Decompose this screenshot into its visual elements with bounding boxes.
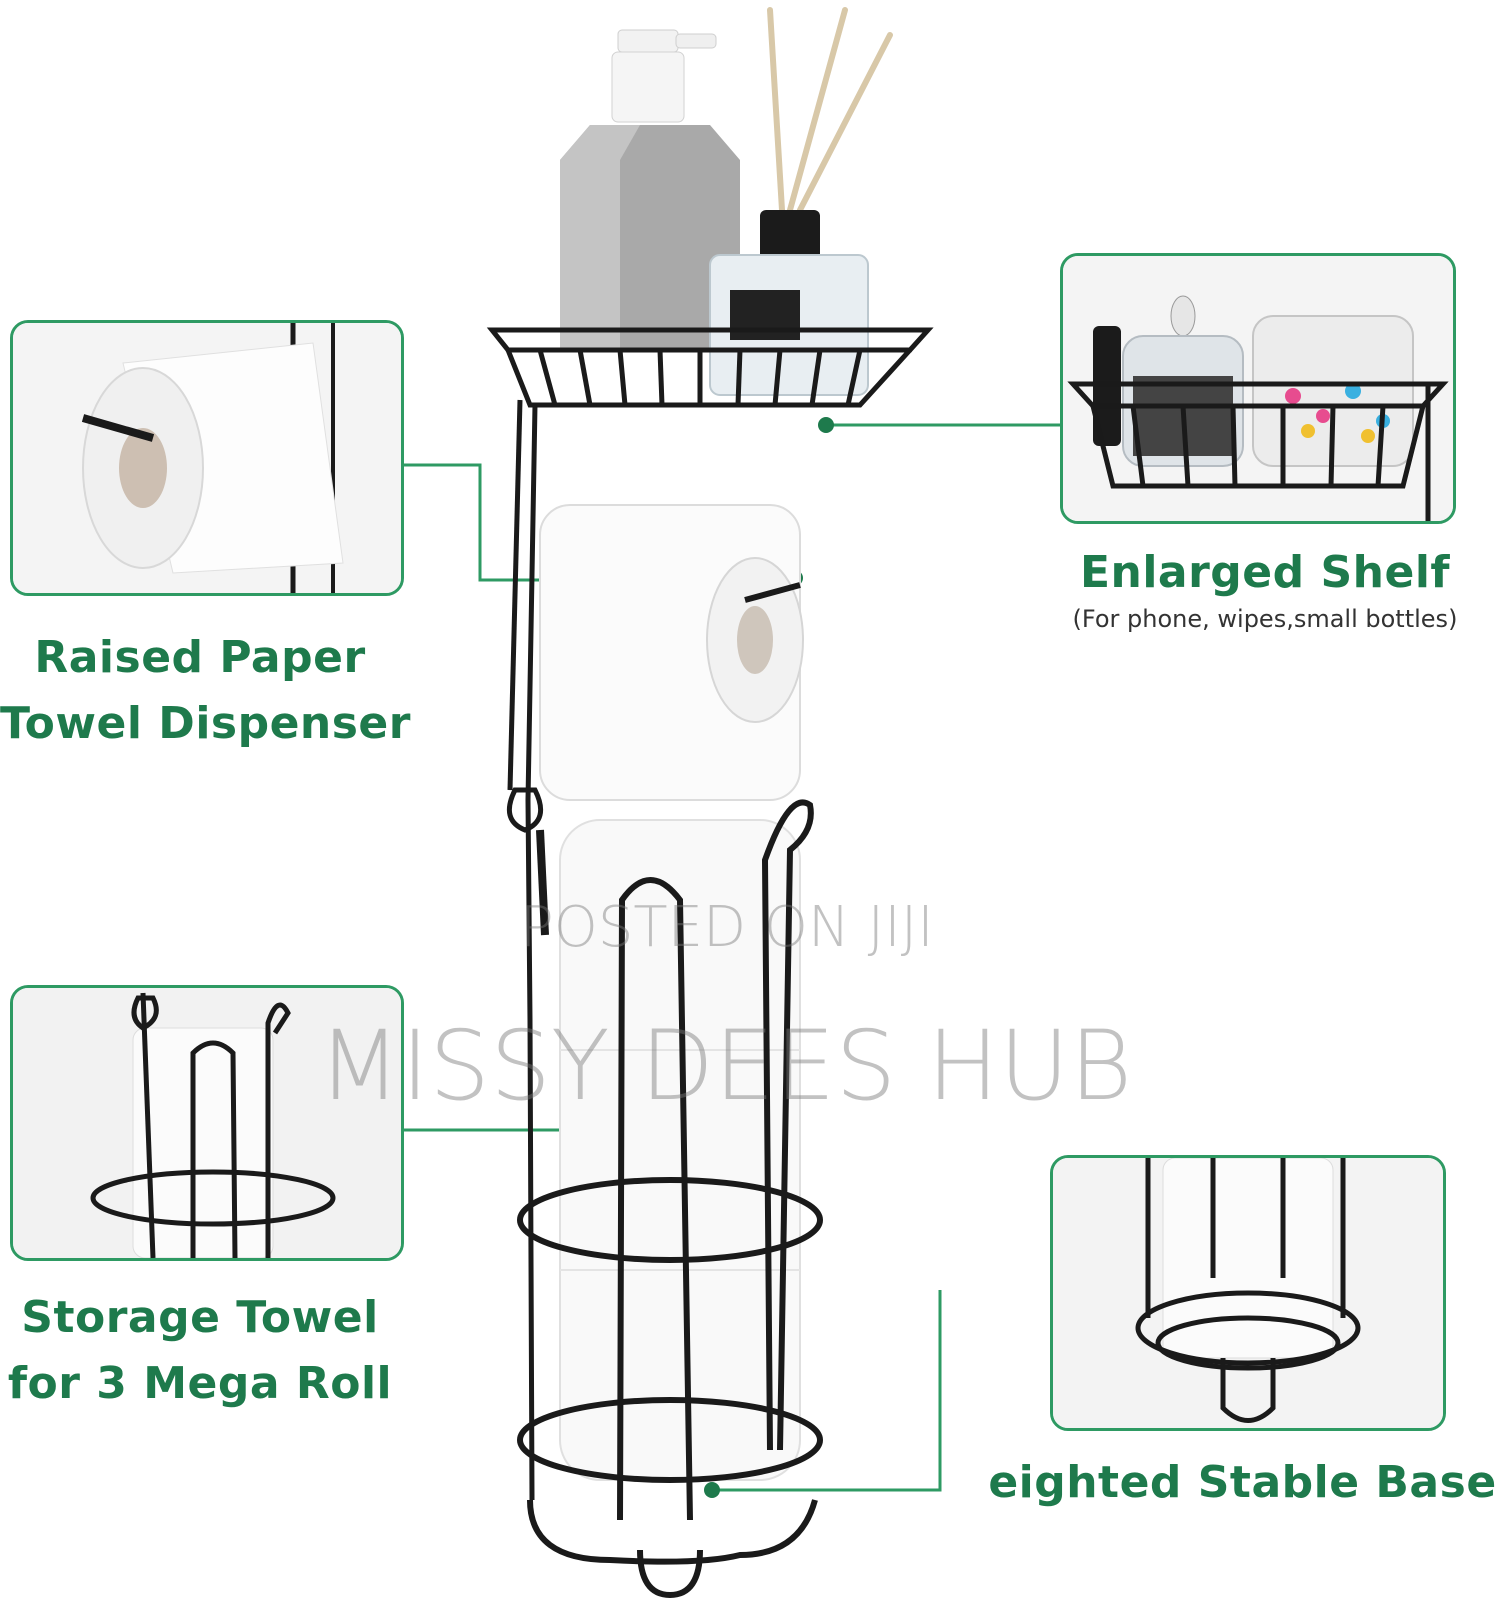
- storage-towel-line2: for 3 Mega Roll: [7, 1358, 393, 1409]
- stable-base-label: eighted Stable Base: [988, 1457, 1497, 1508]
- raised-dispenser-closeup: [10, 320, 404, 596]
- raised-dispenser-line2: Towel Dispenser: [0, 698, 411, 749]
- raised-dispenser-label: Raised Paper Towel Dispenser: [0, 625, 411, 757]
- stable-base-closeup: [1050, 1155, 1446, 1431]
- storage-closeup: [10, 985, 404, 1261]
- storage-towel-line1: Storage Towel: [21, 1292, 379, 1343]
- enlarged-shelf-closeup: [1060, 253, 1456, 524]
- enlarged-shelf-subtitle: (For phone, wipes,small bottles): [1072, 605, 1458, 633]
- enlarged-shelf-title: Enlarged Shelf: [1079, 547, 1451, 598]
- storage-towel-label: Storage Towel for 3 Mega Roll: [0, 1285, 400, 1417]
- raised-dispenser-line1: Raised Paper: [34, 632, 366, 683]
